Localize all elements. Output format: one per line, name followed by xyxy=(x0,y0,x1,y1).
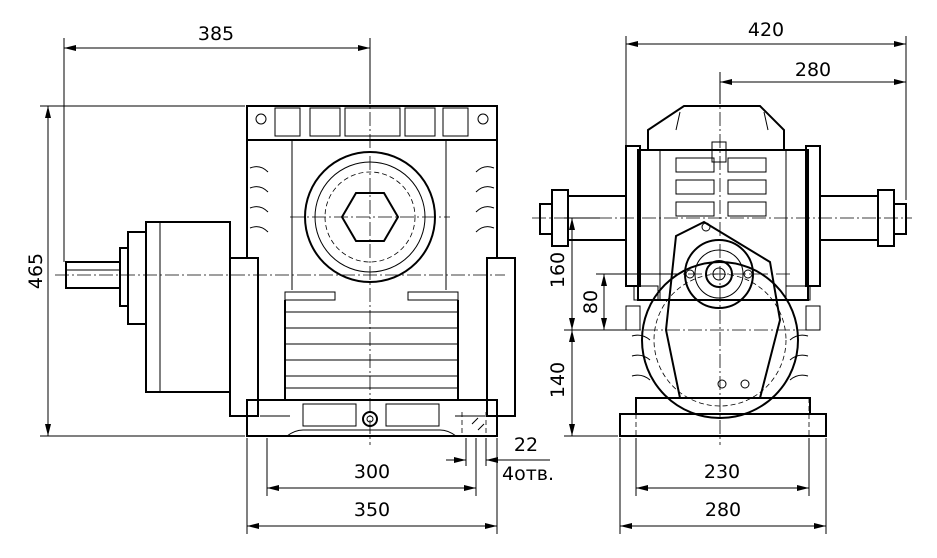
front-dimensions: 385 465 300 350 22 4отв. xyxy=(25,23,554,534)
dim-385: 385 xyxy=(198,23,234,45)
dim-4-holes: 4отв. xyxy=(502,463,554,485)
dim-280-bottom: 280 xyxy=(705,499,741,521)
side-dimensions: 420 280 160 80 140 230 280 xyxy=(547,19,907,534)
dim-140: 140 xyxy=(547,362,569,398)
dim-230: 230 xyxy=(704,461,740,483)
front-view xyxy=(55,90,516,445)
side-view xyxy=(532,90,912,445)
dim-300: 300 xyxy=(354,461,390,483)
dim-280-top: 280 xyxy=(795,59,831,81)
dim-420: 420 xyxy=(748,19,784,41)
dim-160: 160 xyxy=(547,252,569,288)
dim-22: 22 xyxy=(514,434,538,456)
dim-465: 465 xyxy=(25,253,47,289)
dim-350: 350 xyxy=(354,499,390,521)
dim-80: 80 xyxy=(580,290,602,314)
